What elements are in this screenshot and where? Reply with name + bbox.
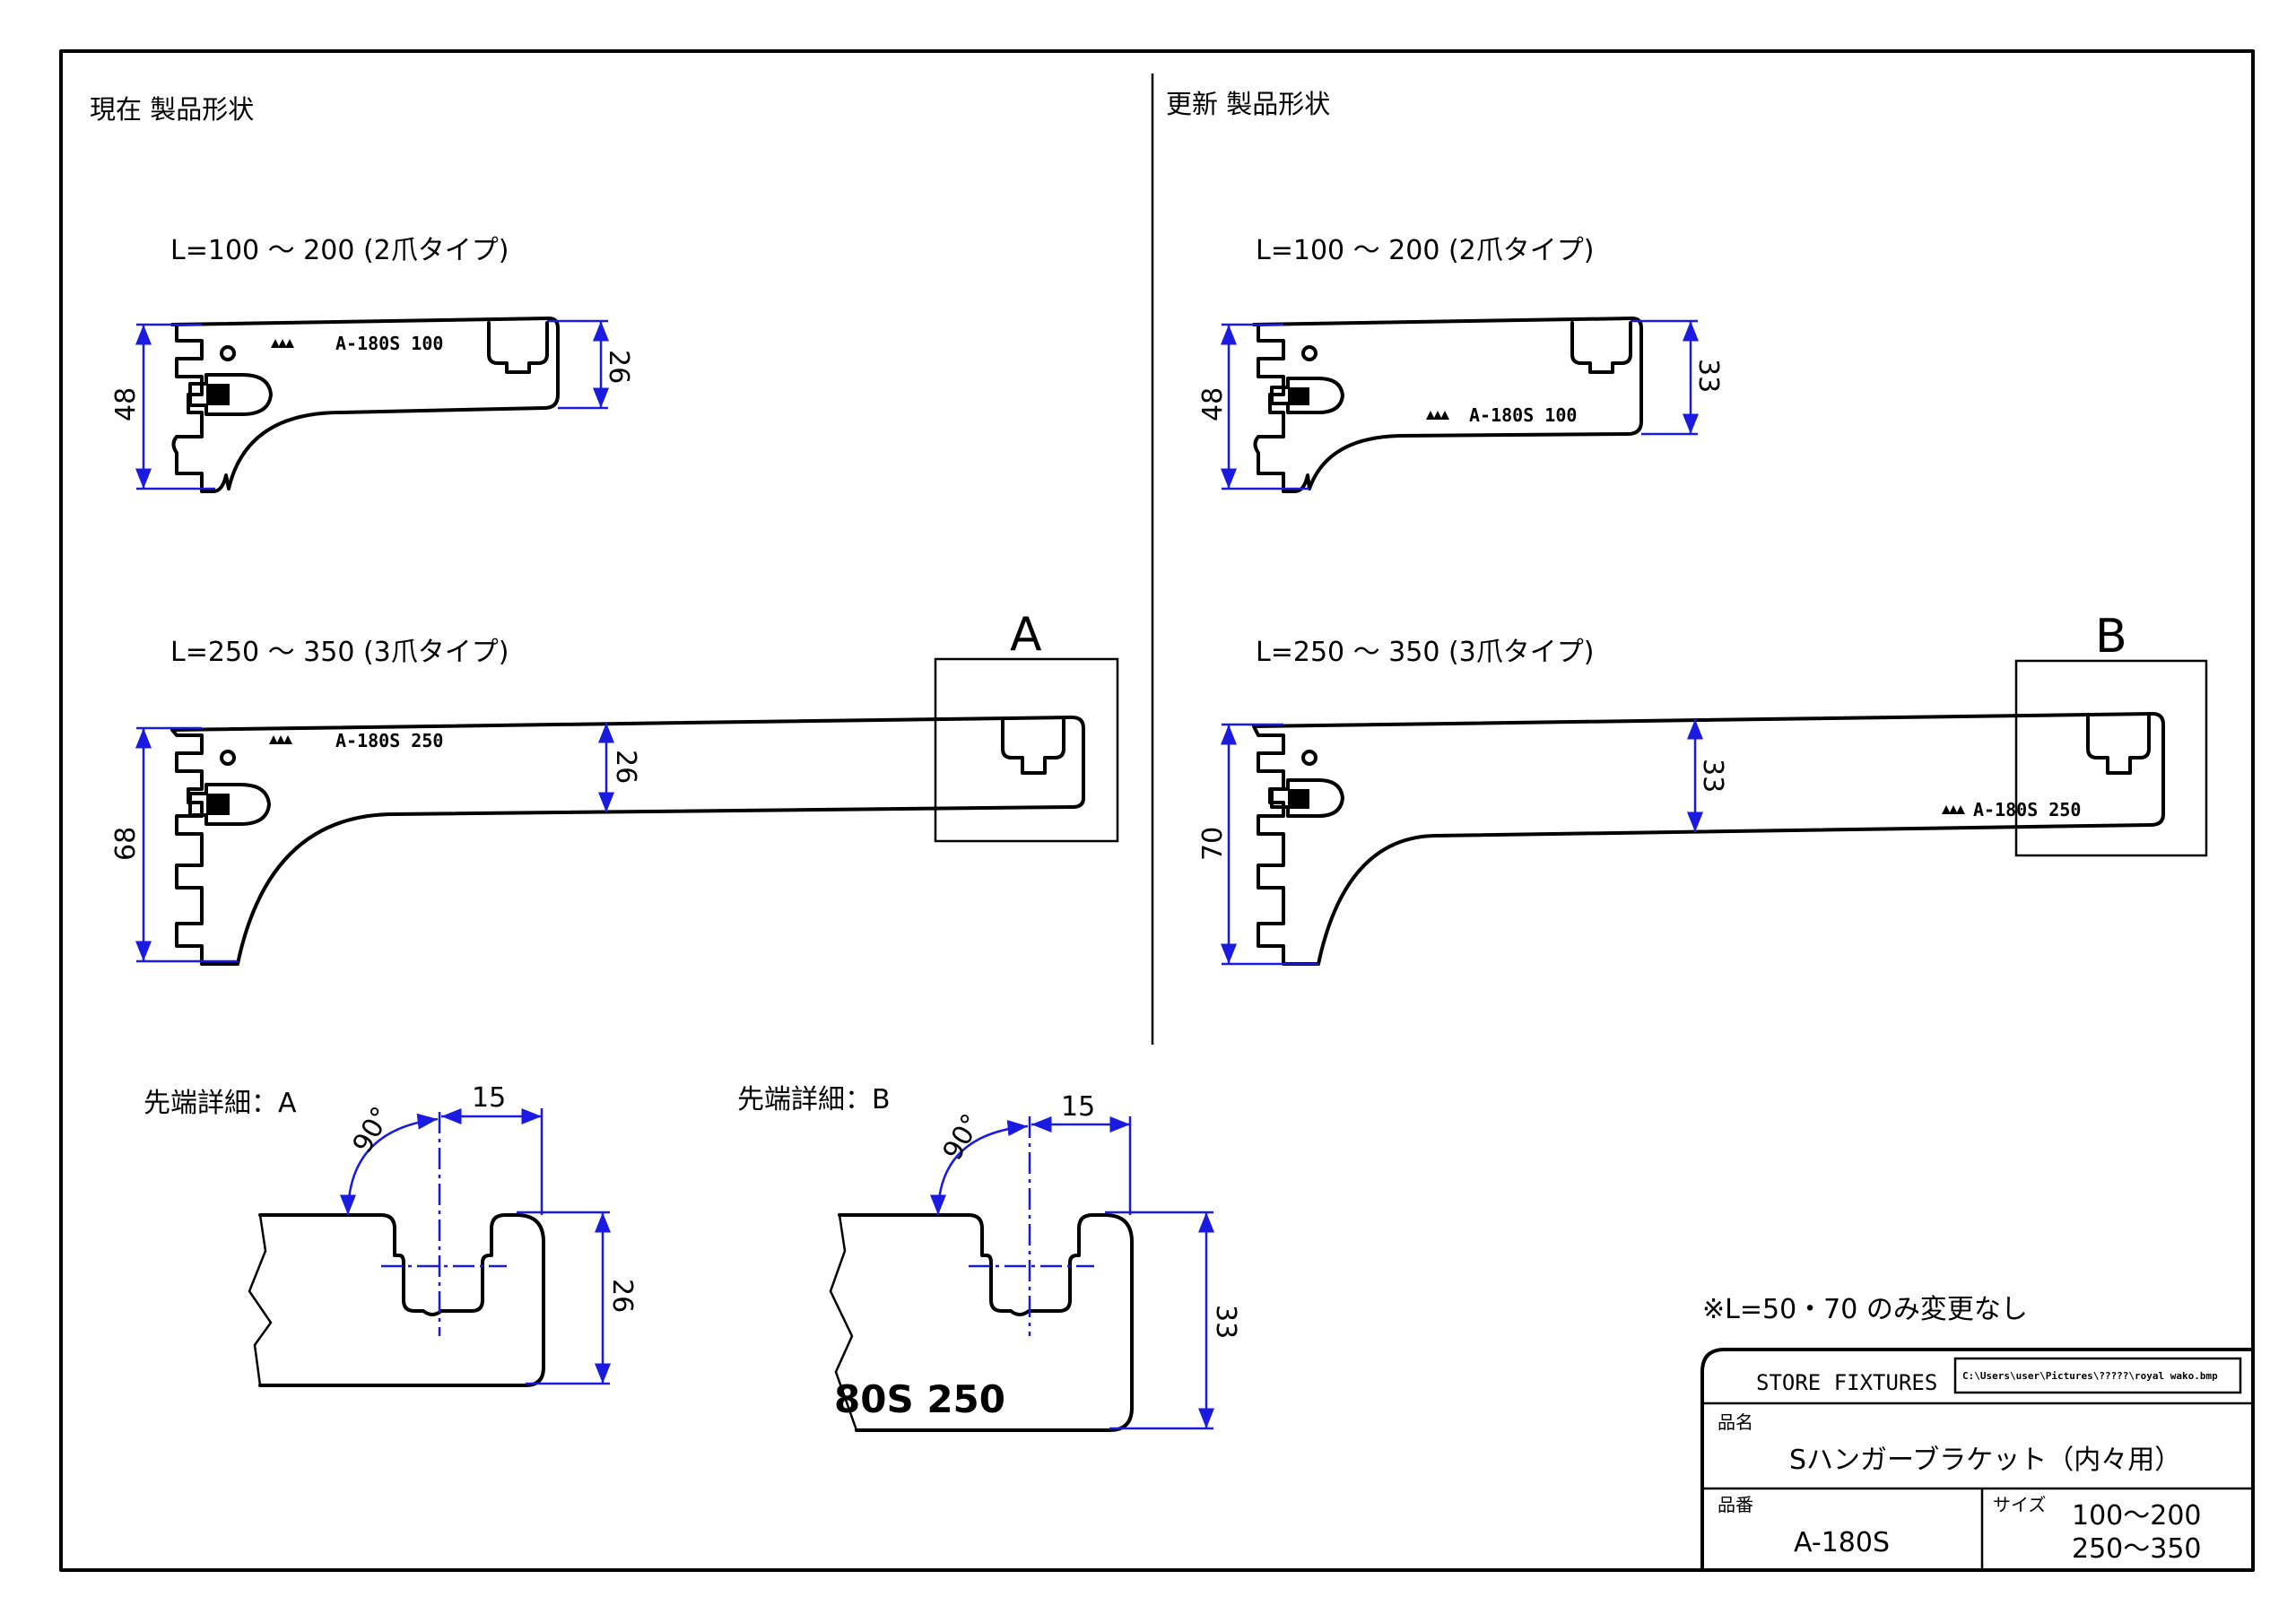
updated-long-engraving: A-180S 250 xyxy=(1973,799,2081,820)
product-name-value: Sハンガーブラケット（内々用） xyxy=(1789,1445,2181,1476)
detail-b-depth: 33 xyxy=(1210,1305,1241,1339)
part-number-value: A-180S xyxy=(1794,1527,1890,1558)
updated-short-bracket: L=100 ～ 200 (2爪タイプ) A-180S 100 48 33 xyxy=(1197,235,1724,493)
detail-a-width: 15 xyxy=(472,1082,506,1114)
size-label: サイズ xyxy=(1993,1494,2046,1515)
file-path: C:\Users\user\Pictures\?????\royal wako.… xyxy=(1962,1370,2218,1382)
size-value-1: 100～200 xyxy=(2072,1500,2202,1532)
detail-a-view: 先端詳細：A 90° 15 26 xyxy=(144,1082,638,1387)
updated-short-label: L=100 ～ 200 (2爪タイプ) xyxy=(1256,235,1594,266)
current-long-depth-dim: 26 xyxy=(610,750,641,784)
detail-b-callout-box xyxy=(2014,659,2208,857)
updated-shape-title: 更新 製品形状 xyxy=(1166,89,1330,119)
title-block: STORE FIXTURES C:\Users\user\Pictures\??… xyxy=(1700,1348,2255,1572)
unchanged-note: ※L=50・70 のみ変更なし xyxy=(1702,1294,2028,1325)
detail-b-title: 先端詳細：B xyxy=(737,1084,891,1115)
detail-b-view: 先端詳細：B 80S 250 90° 15 33 xyxy=(737,1084,1241,1432)
updated-long-label: L=250 ～ 350 (3爪タイプ) xyxy=(1256,637,1594,668)
current-long-height-dim: 68 xyxy=(110,827,142,861)
detail-b-engraving: 80S 250 xyxy=(834,1377,1005,1421)
detail-b-width: 15 xyxy=(1061,1091,1095,1123)
detail-a-title: 先端詳細：A xyxy=(144,1088,297,1119)
detail-a-depth: 26 xyxy=(606,1279,638,1313)
size-value-2: 250～350 xyxy=(2072,1533,2202,1565)
detail-a-angle: 90° xyxy=(347,1101,398,1159)
current-short-depth-dim: 26 xyxy=(603,350,634,384)
updated-short-height-dim: 48 xyxy=(1197,387,1229,421)
sheet-border xyxy=(59,49,2255,1572)
part-number-label: 品番 xyxy=(1718,1494,1753,1515)
detail-b-angle: 90° xyxy=(937,1108,988,1166)
current-long-engraving: A-180S 250 xyxy=(335,730,443,751)
product-name-label: 品名 xyxy=(1718,1411,1753,1433)
current-long-label: L=250 ～ 350 (3爪タイプ) xyxy=(170,637,509,668)
current-short-label: L=100 ～ 200 (2爪タイプ) xyxy=(170,235,509,266)
detail-b-marker: B xyxy=(2095,610,2127,664)
current-short-bracket: L=100 ～ 200 (2爪タイプ) A-180S 100 48 26 xyxy=(110,235,634,493)
current-short-engraving: A-180S 100 xyxy=(335,333,443,354)
updated-long-bracket: L=250 ～ 350 (3爪タイプ) A-180S 250 70 33 B xyxy=(1197,610,2208,966)
detail-a-callout-box xyxy=(934,657,1119,843)
updated-long-height-dim: 70 xyxy=(1197,827,1229,861)
file-path-box xyxy=(1953,1357,2242,1394)
updated-short-depth-dim: 33 xyxy=(1692,359,1724,393)
current-shape-title: 現在 製品形状 xyxy=(90,94,254,125)
updated-short-engraving: A-180S 100 xyxy=(1469,404,1577,426)
company-name: STORE FIXTURES xyxy=(1756,1370,1937,1395)
updated-long-depth-dim: 33 xyxy=(1697,759,1728,793)
current-short-height-dim: 48 xyxy=(110,387,142,421)
detail-a-marker: A xyxy=(1010,608,1042,662)
current-long-bracket: L=250 ～ 350 (3爪タイプ) A-180S 250 68 26 A xyxy=(110,608,1119,966)
